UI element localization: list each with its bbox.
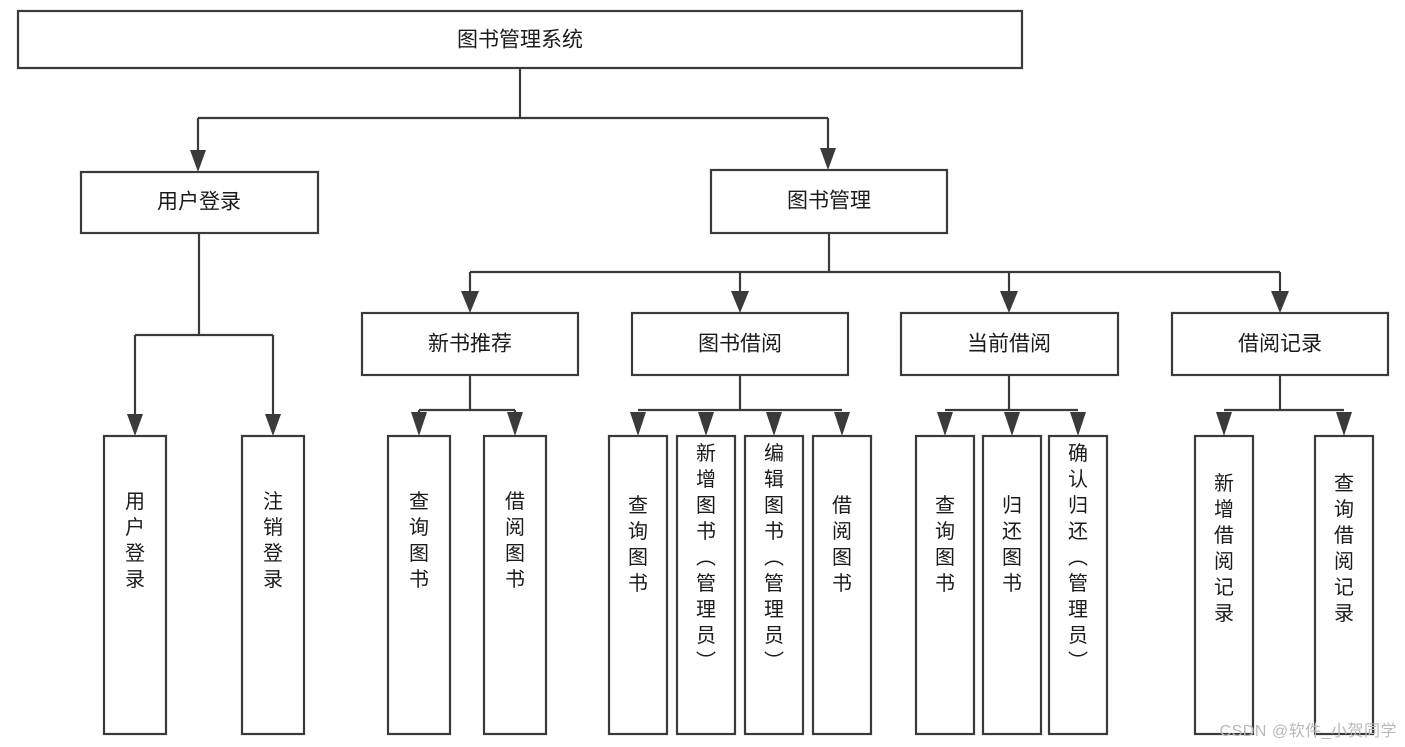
leaf-node-borrow-books-recommend-box[interactable]: [482, 434, 548, 736]
arrow-root-to-user-login: [190, 150, 206, 172]
arrow-new-books-to-leaf1: [411, 412, 427, 436]
node-book-borrow-label: 图书借阅: [698, 333, 782, 356]
connector-group-current-borrow: [937, 375, 1086, 436]
leaf-node-return-books-box[interactable]: [981, 434, 1043, 736]
arrow-book-mgmt-to-current: [1000, 291, 1018, 313]
arrow-borrow-to-leaf2: [698, 412, 714, 436]
leaf-node-query-borrow-record-box[interactable]: [1313, 434, 1375, 736]
leaf-node-borrow-books-borrow[interactable]: 借阅图书: [811, 434, 873, 736]
leaf-node-query-books-recommend-label: 查询图书: [409, 490, 429, 591]
leaf-node-confirm-return-admin-label: 确认归还︵管理员︶: [1068, 442, 1088, 673]
leaf-node-logout[interactable]: 注销登录: [240, 434, 306, 736]
leaf-node-return-books-label: 归还图书: [1002, 494, 1022, 595]
connector-group-new-books: [411, 375, 523, 436]
connector-group-user-login: [127, 233, 281, 436]
leaf-node-add-book-admin-box[interactable]: [675, 434, 737, 736]
node-new-book-recommend-box[interactable]: [360, 311, 580, 377]
arrow-book-mgmt-to-borrow: [731, 291, 749, 313]
leaf-node-confirm-return-admin[interactable]: 确认归还︵管理员︶: [1047, 434, 1109, 736]
leaf-node-borrow-books-borrow-label: 借阅图书: [832, 494, 852, 595]
leaf-node-add-borrow-record-label: 新增借阅记录: [1214, 472, 1234, 625]
node-new-book-recommend[interactable]: 新书推荐: [360, 311, 580, 377]
leaf-node-logout-label: 注销登录: [263, 490, 283, 591]
node-book-management-box[interactable]: [709, 168, 949, 235]
arrow-root-to-book-mgmt: [820, 148, 836, 170]
arrow-new-books-to-leaf2: [507, 412, 523, 436]
node-current-borrow-box[interactable]: [899, 311, 1120, 377]
arrow-current-borrow-to-leaf2: [1004, 412, 1020, 436]
leaf-node-confirm-return-admin-box[interactable]: [1047, 434, 1109, 736]
arrow-user-login-to-leaf1: [127, 414, 143, 436]
node-user-login-box[interactable]: [79, 170, 320, 235]
node-borrow-records-label: 借阅记录: [1238, 333, 1322, 356]
connector-group-book-mgmt: [461, 233, 1289, 313]
arrow-user-login-to-leaf2: [265, 414, 281, 436]
node-root-system[interactable]: 图书管理系统: [16, 9, 1024, 70]
leaf-node-query-books-current-box[interactable]: [914, 434, 976, 736]
leaf-node-borrow-books-borrow-box[interactable]: [811, 434, 873, 736]
node-new-book-recommend-label: 新书推荐: [428, 333, 512, 356]
node-user-login[interactable]: 用户登录: [79, 170, 320, 235]
leaf-node-query-books-current[interactable]: 查询图书: [914, 434, 976, 736]
node-book-management[interactable]: 图书管理: [709, 168, 949, 235]
arrow-current-borrow-to-leaf3: [1070, 412, 1086, 436]
leaf-node-edit-book-admin-box[interactable]: [743, 434, 805, 736]
leaf-node-add-book-admin[interactable]: 新增图书︵管理员︶: [675, 434, 737, 736]
arrow-borrow-to-leaf3: [766, 412, 782, 436]
leaf-node-add-borrow-record-box[interactable]: [1193, 434, 1255, 736]
arrow-book-mgmt-to-new-books: [461, 291, 479, 313]
arrow-records-to-leaf2: [1336, 412, 1352, 436]
leaf-node-return-books[interactable]: 归还图书: [981, 434, 1043, 736]
leaf-node-borrow-books-recommend-label: 借阅图书: [505, 490, 525, 591]
node-user-login-label: 用户登录: [157, 191, 241, 214]
leaf-node-user-login-label: 用户登录: [125, 491, 145, 591]
node-book-borrow[interactable]: 图书借阅: [630, 311, 850, 377]
arrow-book-mgmt-to-records: [1271, 291, 1289, 313]
node-current-borrow[interactable]: 当前借阅: [899, 311, 1120, 377]
leaf-node-query-borrow-record[interactable]: 查询借阅记录: [1313, 434, 1375, 736]
node-root-system-box[interactable]: [16, 9, 1024, 70]
arrow-borrow-to-leaf1: [630, 412, 646, 436]
leaf-node-query-books-borrow[interactable]: 查询图书: [607, 434, 669, 736]
leaf-node-user-login[interactable]: 用户登录: [102, 434, 168, 736]
node-borrow-records-box[interactable]: [1170, 311, 1390, 377]
leaf-node-user-login-box[interactable]: [102, 434, 168, 736]
leaf-node-query-books-current-label: 查询图书: [935, 494, 955, 595]
leaf-node-logout-box[interactable]: [240, 434, 306, 736]
leaf-node-edit-book-admin[interactable]: 编辑图书︵管理员︶: [743, 434, 805, 736]
leaf-node-add-borrow-record[interactable]: 新增借阅记录: [1193, 434, 1255, 736]
leaf-node-add-book-admin-label: 新增图书︵管理员︶: [696, 442, 716, 673]
connector-group-root: [190, 68, 836, 172]
arrow-current-borrow-to-leaf1: [937, 412, 953, 436]
connector-group-borrow: [630, 375, 850, 436]
connector-group-records: [1216, 375, 1352, 436]
leaf-node-query-books-borrow-label: 查询图书: [628, 494, 648, 595]
node-book-management-label: 图书管理: [787, 190, 871, 213]
leaf-node-query-borrow-record-label: 查询借阅记录: [1334, 472, 1354, 625]
node-book-borrow-box[interactable]: [630, 311, 850, 377]
leaf-node-query-books-borrow-box[interactable]: [607, 434, 669, 736]
leaf-node-query-books-recommend[interactable]: 查询图书: [386, 434, 452, 736]
leaf-node-borrow-books-recommend[interactable]: 借阅图书: [482, 434, 548, 736]
node-root-system-label: 图书管理系统: [457, 29, 583, 52]
node-borrow-records[interactable]: 借阅记录: [1170, 311, 1390, 377]
leaf-node-query-books-recommend-box[interactable]: [386, 434, 452, 736]
arrow-records-to-leaf1: [1216, 412, 1232, 436]
node-current-borrow-label: 当前借阅: [967, 333, 1051, 356]
arrow-borrow-to-leaf4: [834, 412, 850, 436]
leaf-node-edit-book-admin-label: 编辑图书︵管理员︶: [764, 442, 784, 673]
